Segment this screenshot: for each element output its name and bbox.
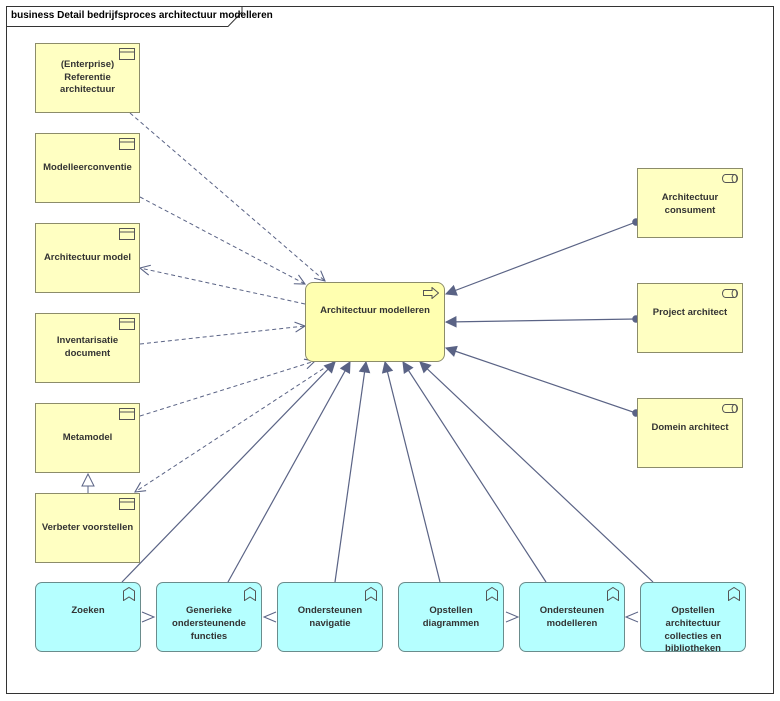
process-label: Architectuur modelleren (320, 305, 430, 316)
chevron-f2-f3 (262, 611, 277, 623)
process-architectuur-modelleren[interactable]: Architectuur modelleren (305, 282, 445, 362)
process-arrow-icon (423, 287, 439, 299)
assign-dom-to-proc (446, 348, 636, 413)
role-label: Domein architect (651, 422, 729, 433)
function-label: Ondersteunen navigatie (297, 605, 363, 629)
function-label: Zoeken (71, 605, 105, 616)
business-role-icon (722, 174, 738, 183)
business-role-icon (722, 289, 738, 298)
chevron-f4-f5 (505, 611, 520, 623)
rel-f3-to-proc (334, 362, 366, 583)
object-label: (Enterprise) Referentie architectuur (60, 58, 115, 96)
function-ondersteunen-navigatie[interactable]: Ondersteunen navigatie (277, 582, 383, 652)
business-object-icon (119, 408, 135, 420)
business-function-icon (486, 587, 498, 601)
access-inv-to-proc (139, 326, 305, 345)
object-modelleerconventie[interactable]: Modelleerconventie (35, 133, 140, 203)
frame-title: business Detail bedrijfsproces architect… (11, 10, 273, 21)
access-meta-to-proc (139, 361, 315, 417)
function-label: Ondersteunen modelleren (539, 605, 605, 629)
business-function-icon (365, 587, 377, 601)
access-proc-to-verb (135, 360, 336, 492)
function-opstellen-diagrammen[interactable]: Opstellen diagrammen (398, 582, 504, 652)
function-zoeken[interactable]: Zoeken (35, 582, 141, 652)
function-ondersteunen-modelleren[interactable]: Ondersteunen modelleren (519, 582, 625, 652)
access-proc-to-model (140, 268, 306, 305)
object-label: Modelleerconventie (43, 161, 132, 173)
rel-f2-to-proc (227, 362, 350, 583)
business-object-icon (119, 228, 135, 240)
business-object-icon (119, 498, 135, 510)
object-inventarisatie-document[interactable]: Inventarisatie document (35, 313, 140, 383)
function-opstellen-architectuur-collecties[interactable]: Opstellen architectuur collecties en bib… (640, 582, 746, 654)
rel-f4-to-proc (385, 362, 441, 583)
function-label: Opstellen architectuur collecties en bib… (664, 605, 722, 655)
object-label: Verbeter voorstellen (41, 521, 134, 533)
chevron-f5-f6 (624, 611, 639, 623)
role-project-architect[interactable]: Project architect (637, 283, 743, 353)
function-generieke-ondersteunende-functies[interactable]: Generieke ondersteunende functies (156, 582, 262, 652)
object-referentie-architectuur[interactable]: (Enterprise) Referentie architectuur (35, 43, 140, 113)
business-object-icon (119, 318, 135, 330)
role-domein-architect[interactable]: Domein architect (637, 398, 743, 468)
assign-proj-to-proc (446, 319, 636, 322)
object-label: Metamodel (62, 431, 113, 443)
rel-f5-to-proc (403, 362, 547, 583)
business-role-icon (722, 404, 738, 413)
object-label: Architectuur model (43, 251, 132, 263)
diagram-frame (6, 6, 774, 694)
business-function-icon (123, 587, 135, 601)
role-label: Project architect (652, 307, 728, 318)
access-conv-to-proc (139, 196, 305, 284)
assign-cons-to-proc (446, 222, 636, 294)
object-label: Inventarisatie document (56, 335, 119, 359)
object-verbeter-voorstellen[interactable]: Verbeter voorstellen (35, 493, 140, 563)
rel-f6-to-proc (420, 362, 654, 583)
chevron-f1-f2 (141, 611, 156, 623)
access-ref-to-proc (129, 112, 325, 281)
role-label: Architectuur consument (661, 192, 719, 216)
business-function-icon (607, 587, 619, 601)
frame-tab-shape (6, 6, 243, 27)
object-architectuur-model[interactable]: Architectuur model (35, 223, 140, 293)
function-label: Generieke ondersteunende functies (172, 605, 246, 642)
rel-f1-to-proc (121, 362, 335, 583)
role-architectuur-consument[interactable]: Architectuur consument (637, 168, 743, 238)
business-object-icon (119, 48, 135, 60)
business-function-icon (728, 587, 740, 601)
function-label: Opstellen diagrammen (422, 605, 480, 629)
business-object-icon (119, 138, 135, 150)
business-function-icon (244, 587, 256, 601)
object-metamodel[interactable]: Metamodel (35, 403, 140, 473)
